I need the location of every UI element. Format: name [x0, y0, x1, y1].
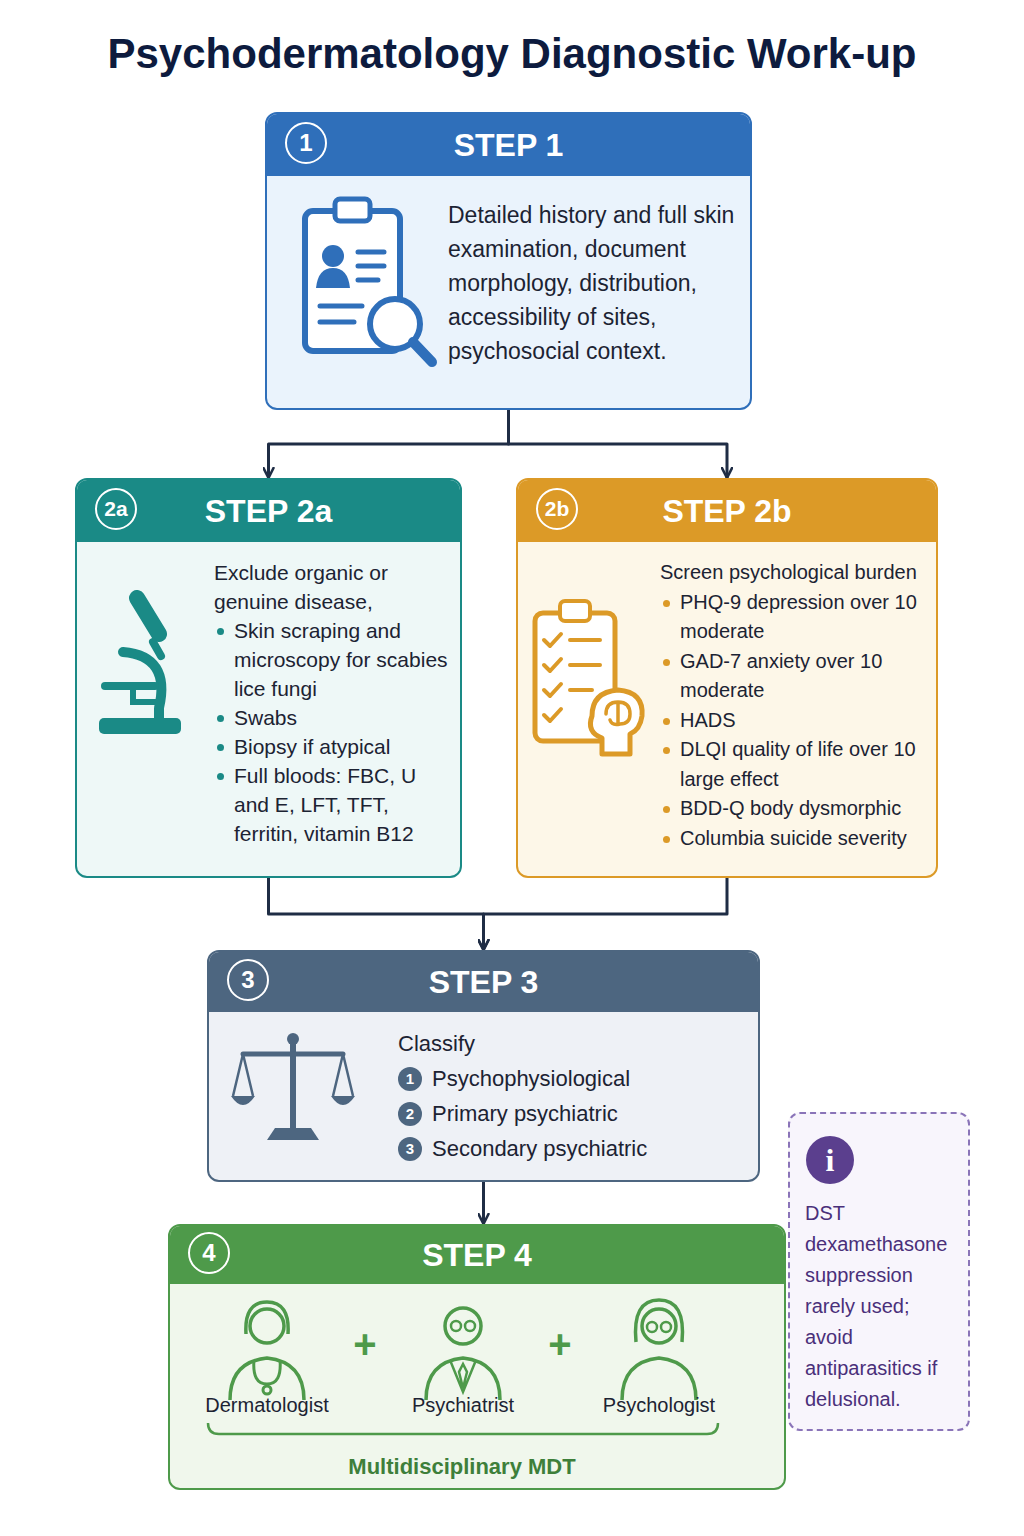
class-row: 1 Psychophysiological — [398, 1061, 748, 1096]
bullet-item: HADS — [660, 706, 930, 736]
class-number-circle: 1 — [398, 1067, 422, 1091]
bullet-item: Columbia suicide severity — [660, 824, 930, 854]
person-label: Dermatologist — [205, 1394, 328, 1417]
clipboard-icon — [300, 196, 440, 376]
step-heading: STEP 4 — [170, 1226, 784, 1284]
step-box: STEP 4 Dermatologist + Psychiatrist + Psycho… — [168, 1224, 786, 1490]
step-number-circle: 3 — [227, 959, 269, 1001]
step-number-circle: 2b — [536, 488, 578, 530]
class-row: 3 Secondary psychiatric — [398, 1131, 748, 1166]
step-heading: STEP 2a — [77, 480, 460, 542]
box-body: Screen psychological burdenPHQ-9 depress… — [518, 480, 936, 867]
box-body: Dermatologist + Psychiatrist + PsychologistM… — [170, 1226, 784, 1488]
flow-connector — [482, 1182, 485, 1224]
team-bracket — [205, 1420, 721, 1444]
class-item: Psychophysiological — [432, 1061, 630, 1096]
checklist-brain-icon — [530, 598, 650, 758]
flow-connector — [509, 410, 728, 478]
person-label: Psychiatrist — [412, 1394, 514, 1417]
flow-connector — [269, 410, 509, 478]
step-number: 2a — [104, 497, 127, 520]
bullet-item: Swabs — [214, 703, 450, 732]
step-number-circle: 2a — [95, 488, 137, 530]
info-note: DST dexamethasone suppression rarely use… — [805, 1198, 962, 1415]
info-icon: i — [826, 1142, 835, 1178]
bullet-item: GAD-7 anxiety over 10 moderate — [660, 647, 930, 706]
class-number: 3 — [406, 1140, 414, 1157]
bullet-item: PHQ-9 depression over 10 moderate — [660, 588, 930, 647]
step-description: Detailed history and full skin examinati… — [448, 198, 740, 368]
step-number-circle: 4 — [188, 1232, 230, 1274]
bullet-item: DLQI quality of life over 10 large effec… — [660, 735, 930, 794]
dermatologist-icon — [222, 1292, 312, 1404]
step-heading: STEP 3 — [209, 952, 758, 1012]
psychiatrist-icon — [418, 1292, 508, 1404]
class-item: Secondary psychiatric — [432, 1131, 647, 1166]
step-number: 3 — [241, 966, 254, 993]
section-lead: Exclude organic or genuine disease, — [214, 558, 450, 616]
step-number: 4 — [202, 1239, 215, 1266]
class-row: 2 Primary psychiatric — [398, 1096, 748, 1131]
plus-sign: + — [548, 1322, 571, 1367]
step-box: STEP 3 Classify 1 Psychophysiological 2 Prim… — [207, 950, 760, 1182]
bullet-item: Skin scraping and microscopy for scabies… — [214, 616, 450, 703]
team-caption: Multidisciplinary MDT — [348, 1454, 575, 1480]
step-box: STEP 2a Exclude organic or genuine disea… — [75, 478, 462, 878]
bullet-item: Full bloods: FBC, U and E, LFT, TFT, fer… — [214, 761, 450, 848]
class-number: 1 — [406, 1070, 414, 1087]
diagram-title: Psychodermatology Diagnostic Work-up — [0, 30, 1024, 78]
plus-sign: + — [353, 1322, 376, 1367]
step-box: STEP 1 Detailed history and full skin ex… — [265, 112, 752, 410]
flow-connector — [484, 878, 728, 950]
microscope-icon — [93, 590, 188, 740]
step-heading: STEP 1 — [267, 114, 750, 176]
section-lead: Screen psychological burden — [660, 558, 930, 588]
class-number-circle: 2 — [398, 1102, 422, 1126]
info-note-box: DST dexamethasone suppression rarely use… — [788, 1112, 970, 1431]
class-number: 2 — [406, 1105, 414, 1122]
section-lead: Classify — [398, 1026, 748, 1061]
box-body: Classify 1 Psychophysiological 2 Primary psy… — [209, 952, 758, 1180]
step-number: 1 — [299, 129, 312, 156]
class-item: Primary psychiatric — [432, 1096, 618, 1131]
step-heading: STEP 2b — [518, 480, 936, 542]
person-label: Psychologist — [603, 1394, 715, 1417]
class-number-circle: 3 — [398, 1137, 422, 1161]
step-number-circle: 1 — [285, 122, 327, 164]
step-number: 2b — [545, 497, 570, 520]
psychologist-icon — [614, 1292, 704, 1404]
box-body: Exclude organic or genuine disease,Skin … — [77, 480, 460, 862]
bullet-item: Biopsy if atypical — [214, 732, 450, 761]
step-box: STEP 2b Screen psychological burdenPHQ-9… — [516, 478, 938, 878]
scale-icon — [231, 1030, 355, 1145]
box-body: Detailed history and full skin examinati… — [267, 114, 750, 382]
flow-connector — [269, 878, 484, 950]
bullet-item: BDD-Q body dysmorphic — [660, 794, 930, 824]
info-icon-circle: i — [806, 1136, 854, 1184]
